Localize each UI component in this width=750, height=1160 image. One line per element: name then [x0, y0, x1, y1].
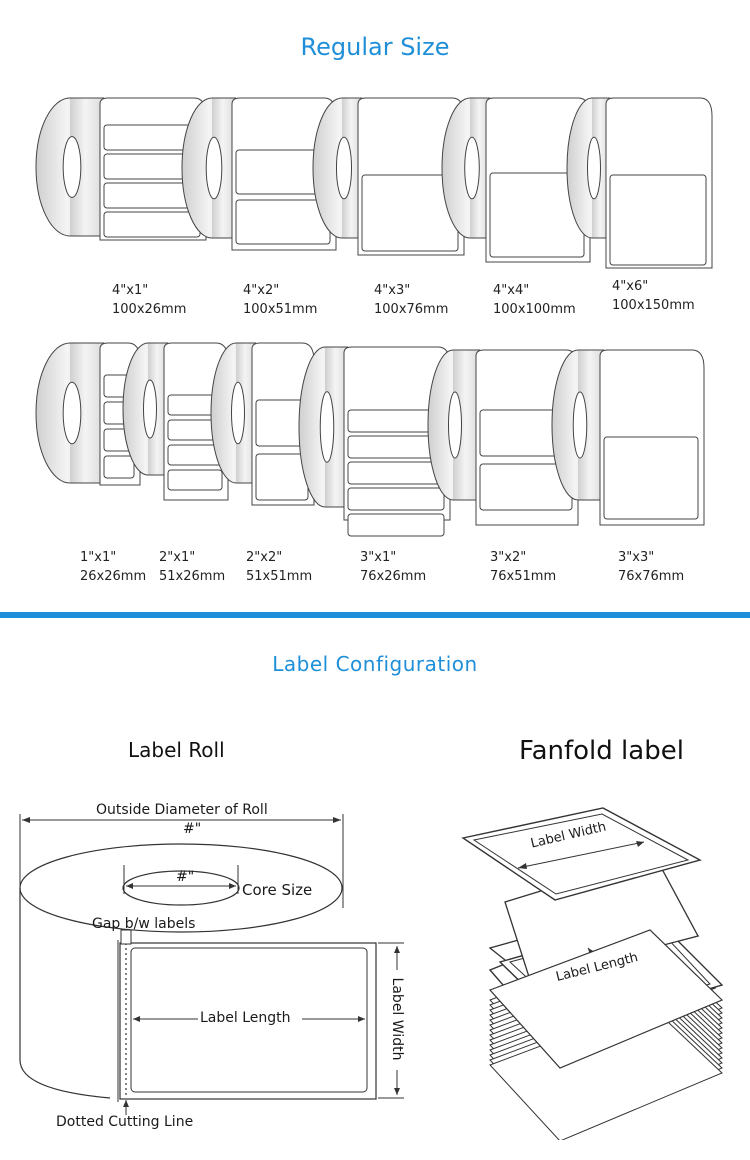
roll-3x3 — [551, 349, 705, 526]
caption-3x2: 3"x2"76x51mm — [490, 550, 557, 584]
caption-4x4: 4"x4"100x100mm — [493, 283, 576, 317]
roll-4x6 — [566, 97, 713, 269]
caption-4x6: 4"x6"100x150mm — [612, 279, 695, 313]
label-roll-diagram — [19, 814, 404, 1115]
row2-rolls — [35, 342, 705, 537]
caption-1x1: 1"x1"26x26mm — [80, 550, 147, 584]
roll-4x1 — [35, 97, 207, 241]
roll-3x2 — [427, 349, 579, 526]
section-divider — [0, 612, 750, 618]
core-size-label: Core Size — [242, 881, 313, 899]
caption-3x3: 3"x3"76x76mm — [618, 550, 685, 584]
label-width-label: Label Width — [389, 977, 405, 1061]
outside-diameter-value: #" — [183, 821, 202, 837]
caption-4x3: 4"x3"100x76mm — [374, 283, 449, 317]
caption-3x1: 3"x1"76x26mm — [360, 550, 427, 584]
roll-4x3 — [312, 97, 465, 256]
caption-4x1: 4"x1"100x26mm — [112, 283, 187, 317]
caption-4x2: 4"x2"100x51mm — [243, 283, 318, 317]
label-length-label: Label Length — [200, 1010, 291, 1026]
roll-4x4 — [441, 97, 591, 263]
caption-2x1: 2"x1"51x26mm — [159, 550, 226, 584]
label-roll-heading: Label Roll — [128, 738, 225, 762]
roll-2x2 — [210, 342, 315, 506]
caption-2x2: 2"x2"51x51mm — [246, 550, 313, 584]
roll-4x2 — [181, 97, 337, 251]
roll-2x1 — [122, 342, 229, 501]
regular-size-title: Regular Size — [300, 33, 450, 61]
fanfold-diagram — [461, 807, 724, 1140]
roll-illustrations — [35, 97, 713, 537]
roll-3x1 — [298, 346, 451, 537]
gap-label: Gap b/w labels — [92, 916, 196, 932]
outside-diameter-label: Outside Diameter of Roll — [96, 802, 268, 818]
label-configuration-title: Label Configuration — [272, 652, 478, 676]
dotted-cutting-line-label: Dotted Cutting Line — [56, 1114, 194, 1130]
row1-rolls — [35, 97, 713, 269]
fanfold-heading: Fanfold label — [519, 736, 684, 766]
core-diameter-value: #" — [176, 869, 195, 885]
